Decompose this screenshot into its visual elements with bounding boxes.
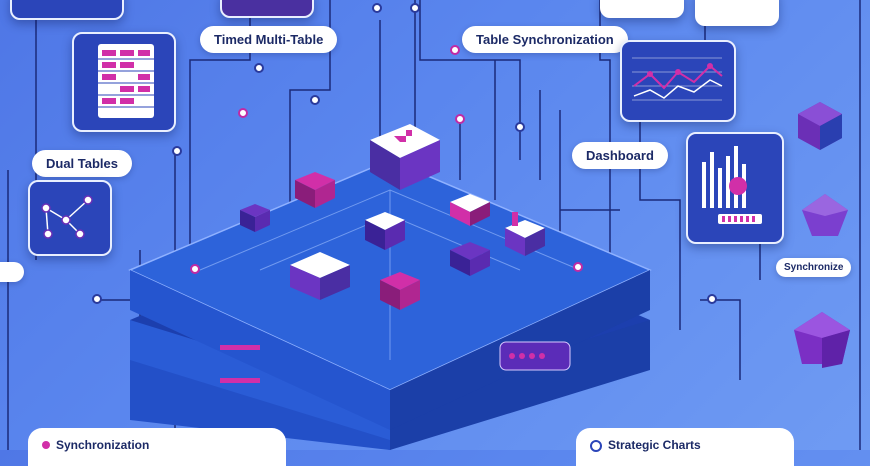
node-dot: [515, 122, 525, 132]
network-graph-icon: [41, 195, 93, 239]
synchronization-label: Synchronization: [28, 428, 286, 466]
node-dot: [310, 95, 320, 105]
node-dot: [190, 264, 200, 274]
network-panel: [28, 180, 112, 256]
dual-tables-label: Dual Tables: [32, 150, 133, 177]
node-dot: [372, 3, 382, 13]
node-dot: [92, 294, 102, 304]
cube-icon: [798, 102, 842, 150]
gem-icon: [802, 194, 848, 236]
gem-icon-large: [794, 312, 850, 368]
timed-multi-table-label: Timed Multi-Table: [200, 26, 338, 53]
sync-dot-icon: [42, 441, 50, 449]
chart-dot-icon: [590, 439, 602, 452]
top-left-card: [10, 0, 124, 20]
node-dot: [254, 63, 264, 73]
node-dot: [172, 146, 182, 156]
dashboard-panel: [686, 132, 784, 244]
table-synchronization-label: Table Synchronization: [462, 26, 628, 53]
line-chart-panel: [620, 40, 736, 122]
left-edge-label: [0, 262, 24, 282]
strategic-charts-label: Strategic Charts: [576, 428, 794, 466]
top-chart-card: [600, 0, 684, 18]
node-dot: [410, 3, 420, 13]
table-icon: [98, 44, 154, 118]
synchronize-label: Synchronize: [776, 258, 852, 277]
central-platform: [128, 124, 652, 450]
bar-chart-icon: [702, 146, 762, 224]
node-dot: [455, 114, 465, 124]
top-center-card: [220, 0, 314, 18]
top-right-card: [695, 0, 779, 26]
line-chart-icon: [632, 57, 723, 101]
node-dot: [450, 45, 460, 55]
table-panel: [72, 32, 176, 132]
node-dot: [238, 108, 248, 118]
node-dot: [707, 294, 717, 304]
dashboard-label: Dashboard: [572, 142, 668, 169]
node-dot: [573, 262, 583, 272]
